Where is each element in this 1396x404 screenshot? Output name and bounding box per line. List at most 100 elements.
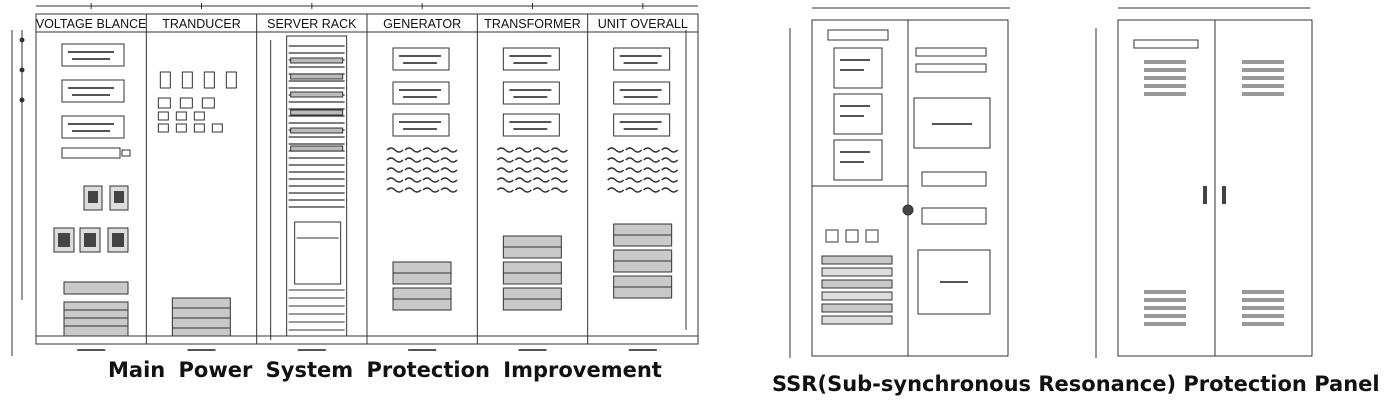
aux-device: [845, 229, 859, 243]
wiring-scribble: [386, 187, 404, 193]
door-handle-right: [1222, 186, 1226, 204]
terminal-cluster: [1242, 68, 1284, 72]
wiring-scribble: [661, 167, 679, 173]
transducer-small: [175, 123, 187, 133]
wiring-scribble: [550, 157, 568, 163]
selector-strip: [915, 63, 987, 73]
relay-module: [613, 81, 671, 105]
breaker-row: [63, 281, 129, 295]
selector-strip: [915, 47, 987, 57]
meter-face: [112, 233, 124, 247]
wiring-scribble: [422, 157, 440, 163]
ssr-panel-elevation: [789, 7, 1313, 358]
wiring-scribble: [643, 157, 661, 163]
transducer-small: [175, 111, 187, 121]
wiring-scribble: [625, 177, 643, 183]
terminal-cluster: [1144, 92, 1186, 96]
wiring-scribble: [607, 177, 625, 183]
wiring-scribble: [422, 167, 440, 173]
terminal-cluster: [1144, 68, 1186, 72]
terminal-cluster: [1144, 84, 1186, 88]
wiring-scribble: [514, 177, 532, 183]
terminal-row-strip: [821, 267, 893, 277]
wiring-scribble: [532, 157, 550, 163]
wiring-scribble: [496, 157, 514, 163]
wiring-scribble: [496, 147, 514, 153]
terminal-row-strip: [821, 303, 893, 313]
wiring-scribble: [661, 177, 679, 183]
rack-door-panel: [294, 221, 342, 285]
wiring-scribble: [386, 177, 404, 183]
relay-module: [613, 113, 671, 137]
terminal-cluster: [1242, 290, 1284, 294]
dimension-node: [19, 37, 25, 43]
relay-module: [502, 113, 560, 137]
wiring-scribble: [550, 177, 568, 183]
terminal-cluster: [1144, 290, 1186, 294]
wiring-scribble: [550, 187, 568, 193]
wiring-scribble: [643, 147, 661, 153]
wiring-scribble: [496, 187, 514, 193]
relay-module: [392, 113, 450, 137]
transducer: [181, 71, 193, 89]
section-header-0: VOLTAGE BLANCE: [36, 17, 147, 31]
meter-face: [88, 191, 98, 203]
wiring-scribble: [404, 147, 422, 153]
relay-module: [502, 47, 560, 71]
terminal-cluster: [1242, 314, 1284, 318]
wiring-scribble: [422, 177, 440, 183]
terminal-cluster: [1144, 76, 1186, 80]
rack-server: [290, 145, 344, 152]
wiring-scribble: [643, 187, 661, 193]
wiring-scribble: [386, 167, 404, 173]
wiring-scribble: [607, 167, 625, 173]
transducer-small: [179, 97, 193, 109]
wiring-scribble: [532, 187, 550, 193]
terminal-row-strip: [821, 279, 893, 289]
indicator-lamp: [121, 149, 131, 157]
wiring-scribble: [404, 187, 422, 193]
rack-server: [290, 57, 344, 64]
terminal-row-strip: [821, 255, 893, 265]
wiring-scribble: [661, 187, 679, 193]
panel-a-nameplate: [827, 29, 889, 41]
meter-face: [114, 191, 124, 203]
wiring-scribble: [440, 157, 458, 163]
wiring-scribble: [404, 157, 422, 163]
panel-b-nameplate: [1133, 39, 1199, 49]
wiring-scribble: [514, 167, 532, 173]
aux-device: [865, 229, 879, 243]
wiring-scribble: [550, 167, 568, 173]
wiring-scribble: [661, 147, 679, 153]
wiring-scribble: [440, 187, 458, 193]
relay-module: [392, 47, 450, 71]
wiring-scribble: [514, 187, 532, 193]
wiring-scribble: [440, 167, 458, 173]
terminal-cluster: [1242, 322, 1284, 326]
relay-module: [502, 81, 560, 105]
wiring-scribble: [661, 157, 679, 163]
rack-server: [290, 91, 344, 98]
terminal-cluster: [1144, 322, 1186, 326]
wiring-scribble: [532, 167, 550, 173]
wiring-scribble: [532, 147, 550, 153]
wiring-scribble: [607, 187, 625, 193]
label-strip: [921, 171, 987, 187]
rack-server: [290, 73, 344, 80]
caption-main-protection: Main Power System Protection Improvement: [108, 358, 662, 382]
wiring-scribble: [532, 177, 550, 183]
caption-ssr-panel: SSR(Sub-synchronous Resonance) Protectio…: [772, 372, 1380, 396]
terminal-row-strip: [821, 315, 893, 325]
terminal-block: [63, 301, 129, 337]
terminal-cluster: [1242, 92, 1284, 96]
transducer-small: [157, 123, 169, 133]
wiring-scribble: [625, 167, 643, 173]
wiring-scribble: [643, 167, 661, 173]
terminal-cluster: [1242, 60, 1284, 64]
lower-box: [917, 249, 991, 315]
transducer-small: [201, 97, 215, 109]
terminal-cluster: [1144, 60, 1186, 64]
section-header-3: GENERATOR: [383, 17, 461, 31]
terminal-cluster: [1144, 306, 1186, 310]
